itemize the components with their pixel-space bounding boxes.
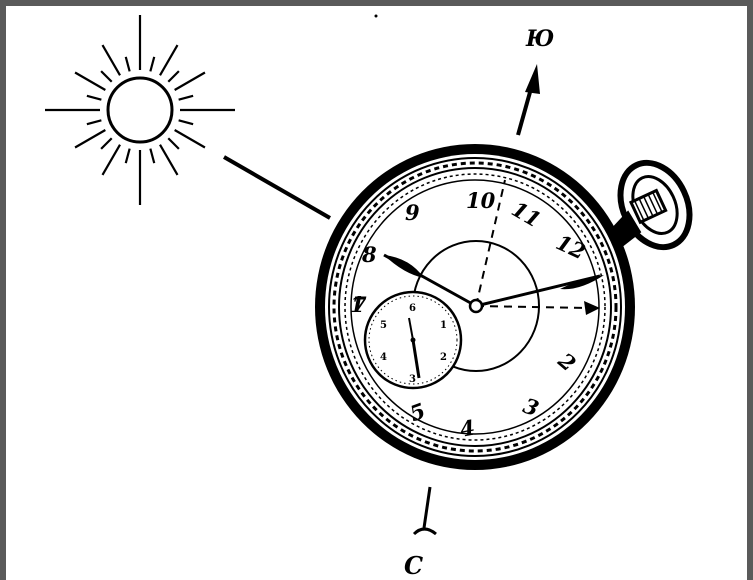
subdial-number: 3 (409, 374, 416, 385)
sun-ray (103, 45, 121, 75)
sun-ray (150, 149, 154, 163)
sun-ray (168, 138, 179, 149)
north-marker (414, 487, 436, 534)
sun-ray (179, 120, 193, 124)
sun-ray (175, 130, 205, 148)
dial-number: 8 (361, 242, 377, 267)
subdial-number: 5 (380, 320, 387, 331)
sun-ray (103, 145, 121, 175)
south-label: Ю (525, 26, 554, 52)
sun-icon (45, 15, 235, 205)
sun-ray (126, 149, 130, 163)
dial-number: 7 (352, 292, 367, 317)
sun-direction-line (224, 157, 330, 218)
subseconds-dial: 6 5 4 3 2 1 (365, 292, 461, 388)
sun-ray (160, 145, 178, 175)
sun-ray (75, 73, 105, 91)
subdial-number: 1 (440, 320, 447, 331)
sun-ray (150, 57, 154, 71)
subdial-number: 4 (380, 352, 387, 363)
sun-ray (87, 96, 101, 100)
sun-ray (126, 57, 130, 71)
south-arrow (518, 64, 540, 135)
north-label: С (404, 551, 423, 580)
sun-ray (87, 120, 101, 124)
ink-dot (375, 15, 378, 18)
sun-ray (101, 71, 112, 82)
sun-ray (160, 45, 178, 75)
sun-ray (168, 71, 179, 82)
sun-ray (175, 73, 205, 91)
center-pin (470, 300, 482, 312)
sun-ray (179, 96, 193, 100)
subdial-number: 2 (440, 352, 447, 363)
dial-number: 9 (405, 200, 420, 225)
subdial-number: 6 (409, 303, 416, 314)
dial-number: 10 (466, 188, 496, 213)
sun-ray (101, 138, 112, 149)
sun-ray (75, 130, 105, 148)
